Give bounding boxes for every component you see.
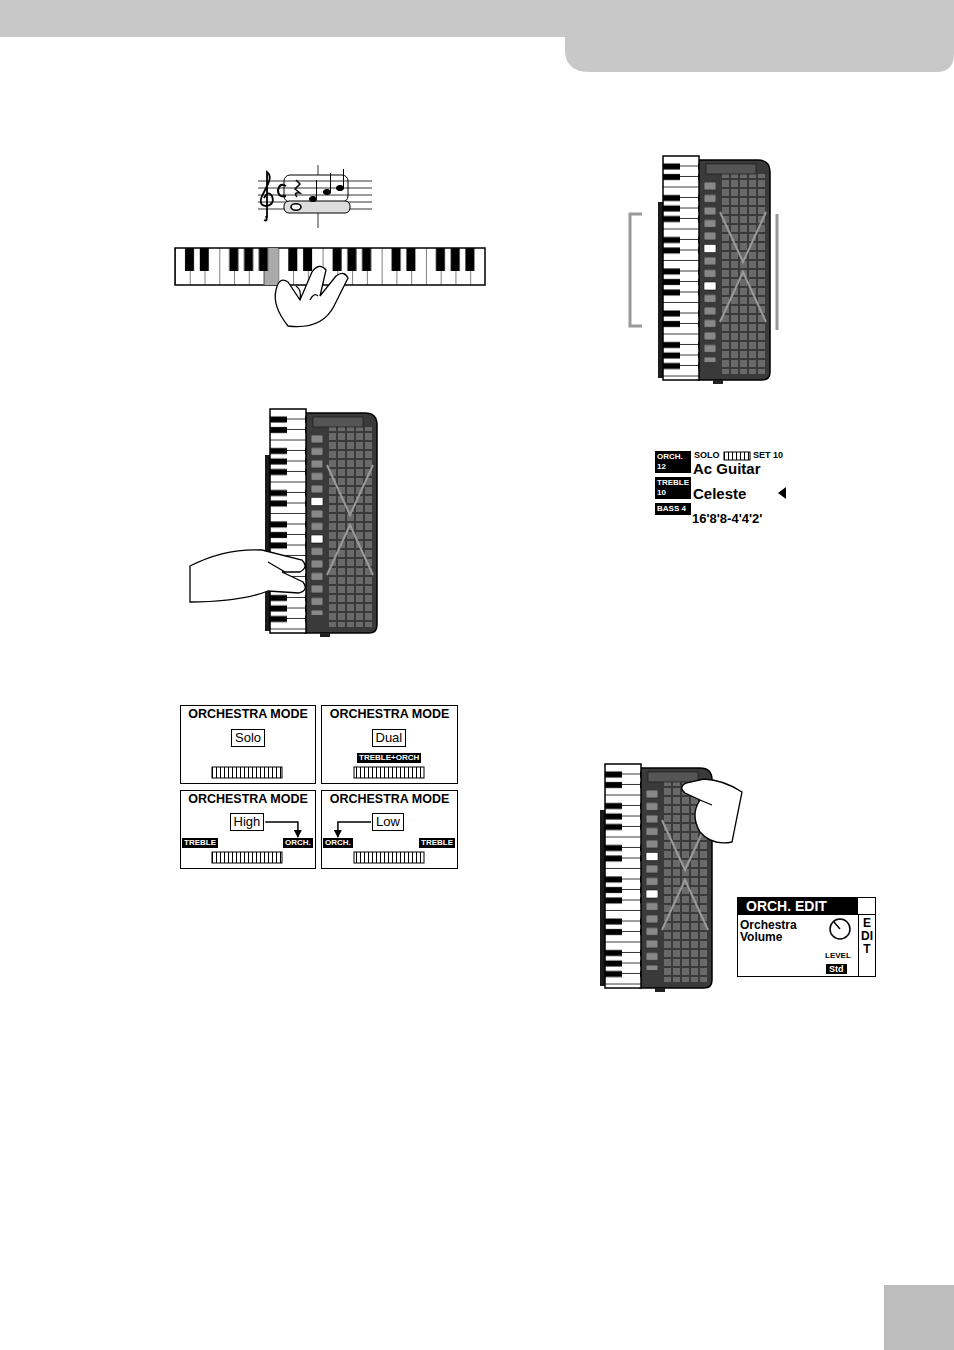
playing-hand (275, 266, 348, 326)
music-staff (258, 181, 372, 182)
music-staff (343, 169, 344, 188)
level-caption: LEVEL (825, 951, 851, 960)
page-tab (884, 1285, 954, 1350)
keyboard-bracket (630, 214, 642, 326)
music-staff (284, 201, 350, 213)
set-number: SET 10 (753, 450, 783, 460)
music-staff (323, 189, 330, 194)
section-tag-text: ORCH. (285, 838, 311, 848)
section-tag-text: ORCH. (325, 838, 351, 848)
display-tab-text: ORCH. 12 (657, 452, 689, 472)
section-tag-text: TREBLE (184, 838, 216, 848)
keyboard-icon (212, 852, 282, 863)
display-tab: BASS 4 (655, 503, 691, 515)
display-tab-text: TREBLE 10 (657, 478, 689, 498)
mode-screen: ORCHESTRA MODE LowORCH. TREBLE (321, 790, 458, 869)
music-staff (318, 213, 319, 228)
mode-screen: ORCHESTRA MODE HighTREBLE ORCH. (180, 790, 316, 869)
header-bar (0, 0, 954, 72)
accordion (265, 409, 377, 638)
pressing-hand (682, 779, 742, 843)
cursor-arrow (778, 487, 786, 499)
edit-screen-text: Orchestra Volume (738, 919, 826, 943)
keyboard-icon (212, 767, 282, 778)
section-tag: ORCH. (283, 838, 313, 848)
music-staff (284, 175, 348, 202)
accordion (658, 156, 770, 385)
mode-box-text: High (234, 814, 261, 830)
piano-keyboard (175, 248, 485, 285)
keyboard-icon (724, 452, 750, 460)
music-staff (336, 185, 343, 190)
mode-indicator: SOLO (694, 450, 720, 460)
piano-keyboard (175, 248, 485, 271)
music-staff (318, 165, 319, 175)
mode-box-text: Dual (376, 730, 403, 746)
music-staff (316, 180, 317, 199)
mode-screen: ORCHESTRA MODE DualTREBLE+ORCH (321, 705, 458, 784)
keyboard-bracket (776, 214, 779, 330)
music-staff (295, 180, 300, 197)
tone-name: Celeste (693, 485, 746, 502)
level-knob (830, 919, 850, 939)
edit-screen: ORCH. EDIT Orchestra VolumeStd (737, 897, 876, 977)
level-tag: Std (826, 964, 847, 974)
pressing-hand (190, 550, 305, 602)
header-bar (565, 30, 954, 72)
display-tab-text: BASS 4 (657, 504, 689, 514)
music-staff (258, 195, 372, 196)
mode-arrow (338, 822, 371, 837)
section-tag: TREBLE (419, 838, 455, 848)
mode-box: Low (372, 813, 404, 831)
music-staff (330, 173, 331, 192)
mode-screen-text: ORCHESTRA MODE (181, 791, 315, 807)
mode-screen-text: ORCHESTRA MODE (322, 706, 457, 722)
level-knob (830, 919, 850, 939)
section-tag-text: TREBLE+ORCH (359, 753, 419, 763)
mode-box: High (230, 813, 265, 831)
music-staff (261, 172, 273, 221)
edit-column-text: EDIT (861, 917, 873, 957)
tone-name: Ac Guitar (693, 460, 761, 477)
display-tab: ORCH. 12 (655, 451, 691, 473)
mode-screen-text: ORCHESTRA MODE (181, 706, 315, 722)
section-tag: TREBLE (182, 838, 218, 848)
music-staff (258, 165, 372, 228)
mode-arrow (265, 822, 298, 837)
mode-screen: ORCHESTRA MODE Solo (180, 705, 316, 784)
level-knob (834, 922, 840, 929)
music-staff (278, 185, 286, 197)
piano-keyboard (175, 248, 485, 285)
piano-keyboard (175, 248, 485, 285)
keyboard-icon (354, 767, 424, 778)
keyboard-icon (354, 852, 424, 863)
music-staff (258, 188, 372, 189)
footage-value: 16'8'8-4'4'2' (692, 511, 762, 526)
mode-box: Solo (231, 729, 265, 747)
mode-box-text: Solo (235, 730, 261, 746)
mode-screen-text: ORCHESTRA MODE (322, 791, 457, 807)
section-tag: TREBLE+ORCH (357, 753, 421, 763)
display-tab: TREBLE 10 (655, 477, 691, 499)
music-staff (309, 196, 316, 201)
section-tag-text: TREBLE (421, 838, 453, 848)
edit-screen-text: ORCH. EDIT (738, 898, 858, 915)
mode-box-text: Low (376, 814, 400, 830)
music-staff (291, 204, 301, 210)
mode-box: Dual (372, 729, 407, 747)
level-tag-text: Std (829, 964, 844, 974)
section-tag: ORCH. (323, 838, 353, 848)
edit-column (859, 915, 876, 977)
